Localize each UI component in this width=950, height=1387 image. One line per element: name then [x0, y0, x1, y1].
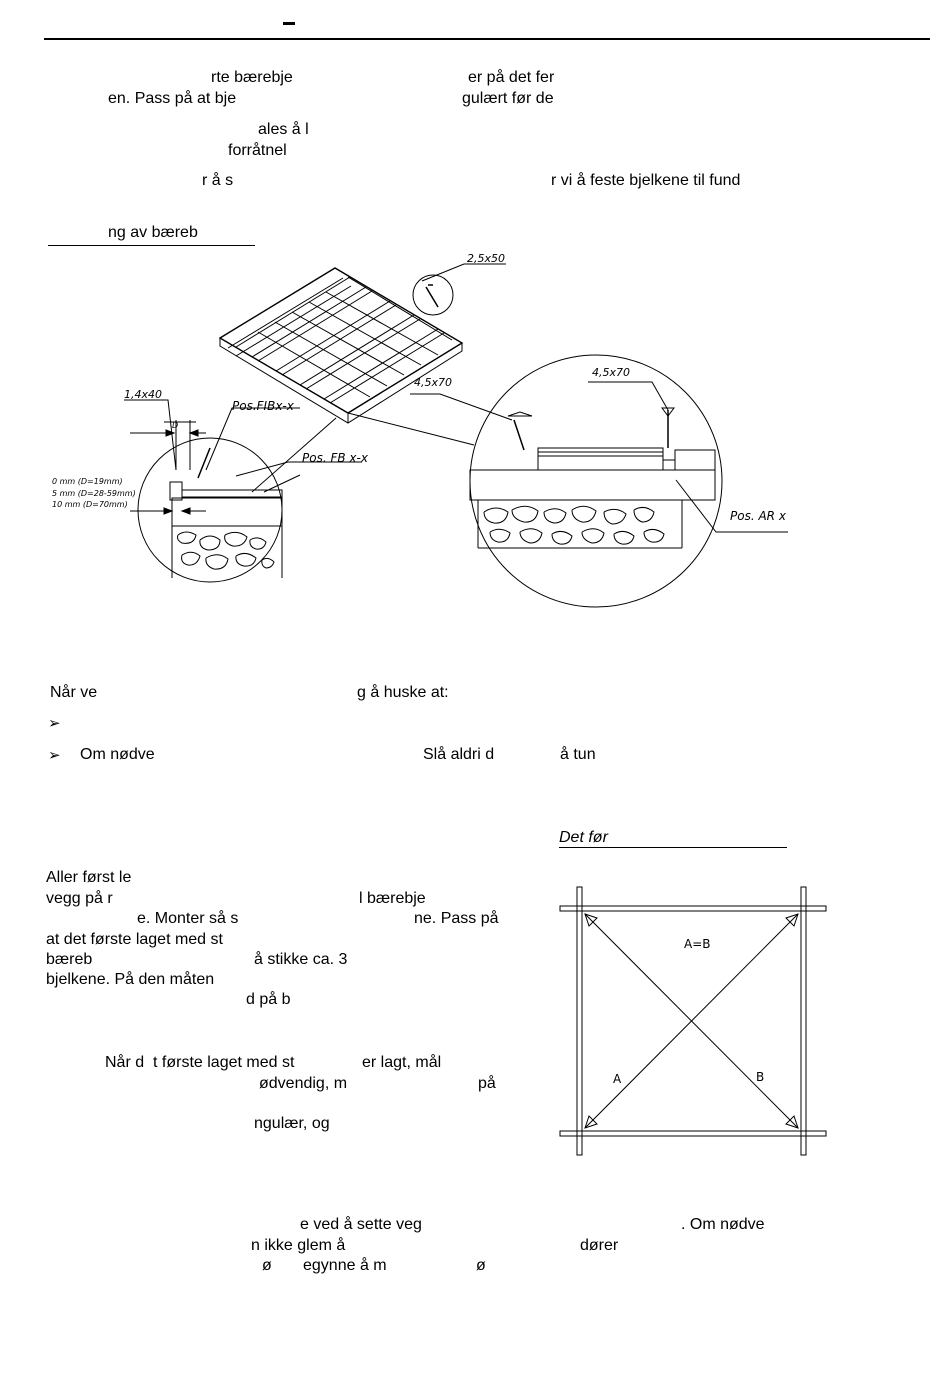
paragraph-fragment: e. Monter så s	[137, 910, 239, 927]
side-heading: Det før	[559, 828, 787, 848]
remember-bullet-text: Om nødve	[80, 746, 155, 763]
arrow-bullet-icon: ➢	[48, 714, 61, 732]
diagram-label: A=B	[684, 937, 711, 951]
intro-fragment: r vi å feste bjelkene til fund	[551, 172, 741, 189]
closing-fragment: ø	[262, 1257, 272, 1274]
dimension-label: D	[172, 421, 178, 430]
position-label: Pos.FIBx-x	[232, 399, 295, 413]
arrow-bullet-icon: ➢	[48, 746, 61, 764]
remember-intro: Når ve	[50, 684, 98, 701]
intro-fragment: r å s	[202, 172, 234, 189]
remember-bullet-text: Slå aldri d	[423, 746, 495, 763]
paragraph-fragment: bjelkene. På den måten	[46, 971, 215, 988]
header-dash	[283, 22, 295, 25]
paragraph-fragment: er lagt, mål	[362, 1054, 442, 1071]
closing-fragment: egynne å m	[303, 1257, 387, 1274]
closing-fragment: dører	[580, 1237, 619, 1254]
nail-spec-label: 4,5x70	[592, 366, 630, 379]
intro-fragment: en. Pass på at bje	[108, 90, 237, 107]
intro-fragment: forråtnel	[228, 142, 287, 159]
intro-fragment: gulært før de	[462, 90, 554, 107]
remember-bullet-text: å tun	[560, 746, 596, 763]
intro-fragment: rte bærebje	[211, 69, 293, 86]
intro-fragment: ales å l	[258, 121, 309, 138]
gap-label: 10 mm (D=70mm)	[52, 500, 128, 509]
nail-spec-label: 2,5x50	[467, 252, 505, 265]
paragraph-fragment: på	[478, 1075, 496, 1092]
paragraph-fragment: at det første laget med st	[46, 931, 223, 948]
position-label: Pos. FB x-x	[302, 451, 369, 465]
closing-fragment: ø	[476, 1257, 486, 1274]
nail-spec-label: 4,5x70	[414, 376, 452, 389]
paragraph-fragment: Når d t første laget med st	[105, 1054, 295, 1071]
gap-label: 5 mm (D=28-59mm)	[52, 489, 136, 498]
nail-spec-label: 1,4x40	[124, 388, 162, 401]
paragraph-fragment: d på b	[246, 991, 291, 1008]
gap-label: 0 mm (D=19mm)	[52, 477, 123, 486]
paragraph-fragment: bæreb	[46, 951, 93, 968]
closing-fragment: . Om nødve	[681, 1216, 765, 1233]
diagonal-check-figure: A=B A B	[559, 886, 827, 1156]
remember-intro: g å huske at:	[357, 684, 449, 701]
paragraph-fragment: ødvendig, m	[259, 1075, 348, 1092]
joist-installation-figure: 2,5x50 1,4x40 4,5x70 4,5x70 Pos.FIBx-x P…	[52, 252, 788, 608]
paragraph-fragment: vegg på r	[46, 890, 113, 907]
closing-fragment: n ikke glem å	[251, 1237, 346, 1254]
section-heading: ng av bæreb	[48, 223, 255, 246]
closing-fragment: e ved å sette veg	[300, 1216, 422, 1233]
diagram-label: B	[756, 1070, 764, 1084]
intro-fragment: er på det fer	[468, 69, 555, 86]
position-label: Pos. AR x	[730, 509, 787, 523]
header-rule	[44, 38, 930, 40]
diagram-label: A	[613, 1072, 622, 1086]
paragraph-fragment: l bærebje	[359, 890, 426, 907]
paragraph-fragment: ne. Pass på	[414, 910, 499, 927]
paragraph-fragment: ngulær, og	[254, 1115, 330, 1132]
paragraph-fragment: Aller først le	[46, 869, 132, 886]
paragraph-fragment: å stikke ca. 3	[254, 951, 348, 968]
section-heading-text: ng av bæreb	[108, 224, 198, 241]
